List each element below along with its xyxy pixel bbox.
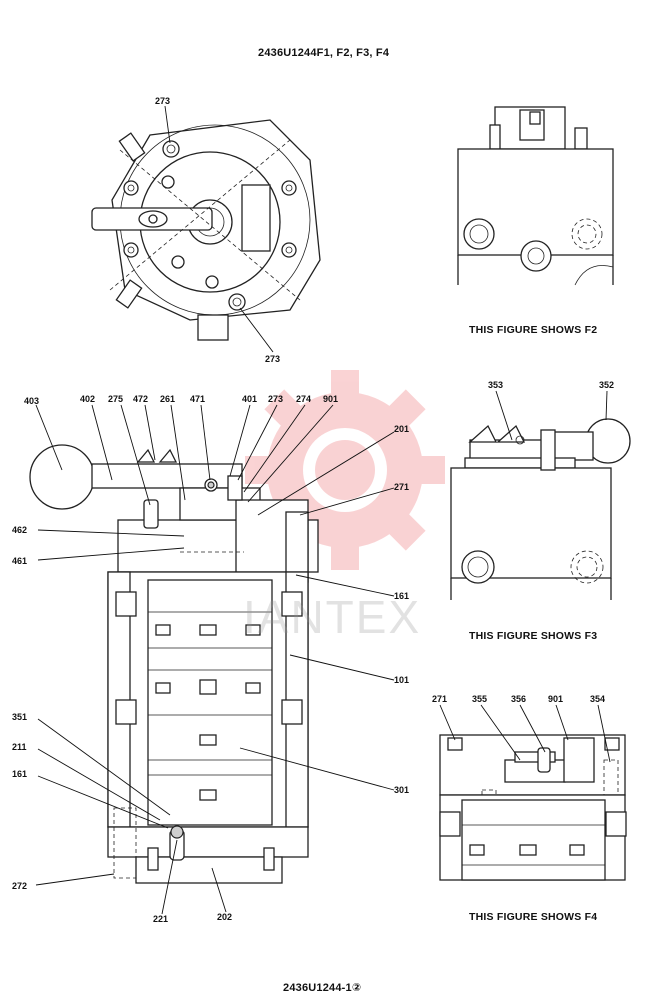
part-label: 356 <box>511 694 527 704</box>
part-label: 101 <box>394 675 410 685</box>
part-label: 351 <box>12 712 28 722</box>
f3-view-drawing <box>450 418 631 600</box>
top-view-drawing <box>91 119 321 341</box>
f4-view-drawing <box>439 734 627 881</box>
part-label: 211 <box>12 742 27 752</box>
caption-f4: THIS FIGURE SHOWS F4 <box>469 911 598 923</box>
f2-view-drawing <box>457 106 614 286</box>
part-label: 352 <box>599 380 615 390</box>
part-label: 271 <box>394 482 410 492</box>
drawing-title: 2436U1244F1, F2, F3, F4 <box>258 47 390 59</box>
part-label: 261 <box>160 394 176 404</box>
part-label: 401 <box>242 394 258 404</box>
part-label: 462 <box>12 525 28 535</box>
part-label: 221 <box>153 914 169 924</box>
f4-view-leaders <box>439 704 611 763</box>
part-label: 901 <box>548 694 564 704</box>
part-label: 461 <box>12 556 28 566</box>
part-label: 202 <box>217 912 233 922</box>
drawing-code: 2436U1244-1② <box>283 982 362 994</box>
part-label: 273 <box>265 354 281 364</box>
caption-f2: THIS FIGURE SHOWS F2 <box>469 324 598 336</box>
part-label: 272 <box>12 881 28 891</box>
part-label: 301 <box>394 785 410 795</box>
part-label: 354 <box>590 694 606 704</box>
part-label: 274 <box>296 394 312 404</box>
part-label: 161 <box>394 591 410 601</box>
caption-f3: THIS FIGURE SHOWS F3 <box>469 630 598 642</box>
part-label: 403 <box>24 396 40 406</box>
part-label: 353 <box>488 380 504 390</box>
top-view-bolts <box>123 140 297 311</box>
part-label: 271 <box>432 694 448 704</box>
part-label: 472 <box>133 394 149 404</box>
watermark-text: IANTEX <box>243 591 422 643</box>
part-label: 355 <box>472 694 488 704</box>
part-label: 471 <box>190 394 206 404</box>
main-body-ports <box>115 591 303 801</box>
part-label: 273 <box>268 394 284 404</box>
main-view-drawing <box>29 444 319 884</box>
part-label: 901 <box>323 394 339 404</box>
part-label: 402 <box>80 394 96 404</box>
part-label: 273 <box>155 96 171 106</box>
part-label: 275 <box>108 394 124 404</box>
part-label: 161 <box>12 769 28 779</box>
main-view-leaders <box>35 404 395 915</box>
part-label: 201 <box>394 424 410 434</box>
